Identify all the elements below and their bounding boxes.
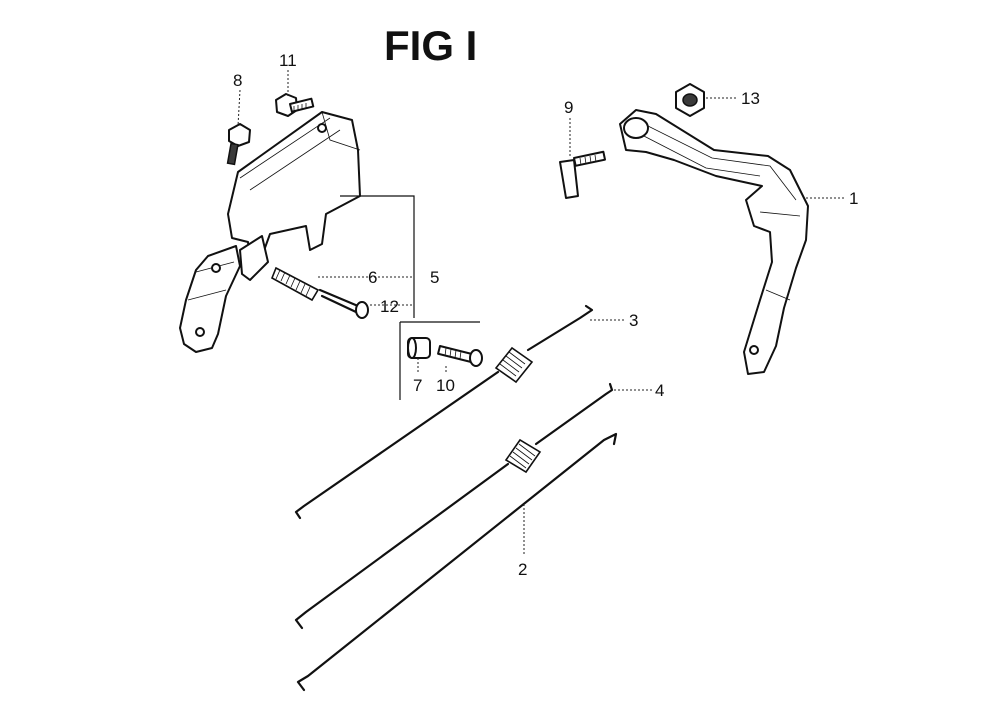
callout-9: 9 [564,98,573,117]
callout-5: 5 [430,268,439,287]
part-4-rod-spring [294,382,614,630]
callout-3: 3 [629,311,638,330]
callout-10: 10 [436,376,455,395]
group-bracket-5 [340,195,415,318]
callout-4: 4 [655,381,664,400]
callout-11: 11 [279,51,297,70]
part-9-pin [559,150,607,199]
figure-title: FIG I [384,22,477,69]
callout-7: 7 [413,376,422,395]
part-5-control-bracket [179,111,361,353]
callout-13: 13 [741,89,760,108]
part-10-screw [437,345,483,367]
part-6-spring [270,266,320,302]
part-2-rod [296,432,618,692]
part-13-nut [675,83,705,117]
callout-6: 6 [368,268,377,287]
callout-2: 2 [518,560,527,579]
callout-8: 8 [233,71,242,90]
part-11-bolt [275,93,315,117]
group-bracket-7-10 [399,321,480,400]
part-3-rod-spring [294,304,594,520]
part-8-bolt [226,123,251,166]
callout-1: 1 [849,189,858,208]
part-7-collar [407,337,431,359]
leader-8 [237,89,241,127]
part-1-control-lever [619,109,809,375]
part-12-screw [318,288,369,319]
callout-12: 12 [380,297,399,316]
